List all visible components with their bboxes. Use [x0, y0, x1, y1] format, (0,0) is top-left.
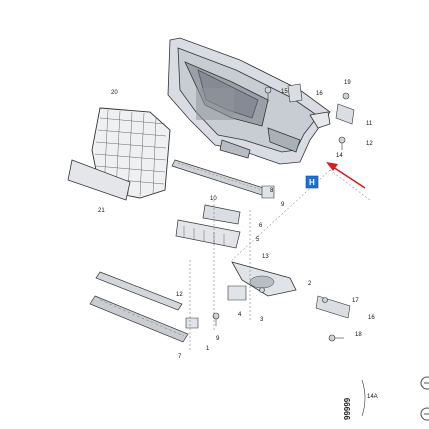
callout-13: 13 — [262, 254, 269, 260]
bracket-line — [361, 379, 366, 417]
callout-14: 14 — [336, 153, 343, 159]
screw-icon — [264, 86, 272, 94]
blurred-logo-area — [196, 88, 234, 120]
screws — [212, 86, 350, 342]
part-15-bracket — [287, 83, 303, 103]
leader-lines — [189, 169, 371, 350]
callout-6: 6 — [259, 223, 263, 229]
bumper-cover — [167, 37, 331, 165]
part-8-clip — [261, 185, 275, 199]
callout-4: 4 — [238, 312, 242, 318]
callout-15: 15 — [281, 89, 288, 95]
zoom-icon[interactable] — [420, 407, 429, 421]
callout-11: 11 — [366, 121, 373, 127]
callout-9-lower: 9 — [216, 336, 220, 342]
watermark-ref: 14A — [367, 394, 378, 400]
highlight-marker: H — [305, 162, 366, 189]
watermark-area: 99999 14A — [343, 379, 378, 420]
red-arrow-shaft — [329, 164, 366, 189]
screw-icon — [328, 334, 336, 342]
highlight-badge-label: H — [309, 178, 315, 187]
part-11-bracket — [335, 103, 355, 125]
callout-18: 18 — [355, 332, 362, 338]
callout-19: 19 — [344, 80, 351, 86]
highlight-badge — [305, 175, 319, 189]
callout-20: 20 — [111, 90, 118, 96]
part-12b-clip — [185, 317, 199, 329]
screw-icon — [322, 297, 328, 303]
callout-3: 3 — [260, 317, 264, 323]
callout-labels: 20 21 19 15 16 11 12 14 10 6 9 8 5 2 12 … — [98, 80, 375, 360]
red-arrow-head-icon — [326, 162, 338, 171]
part-4-cap — [227, 285, 247, 301]
callout-9-upper: 9 — [281, 202, 285, 208]
callout-16-top: 16 — [316, 91, 323, 97]
spoiler-strip — [171, 159, 271, 197]
callout-5: 5 — [256, 237, 260, 243]
callout-1: 1 — [206, 346, 210, 352]
fog-grille-insert — [249, 275, 275, 289]
callout-8: 8 — [270, 188, 274, 194]
part-12-trim — [95, 271, 183, 311]
screw-icon — [342, 92, 350, 100]
callout-17: 17 — [352, 298, 359, 304]
screw-icon — [259, 287, 265, 293]
callout-7: 7 — [178, 354, 182, 360]
trim-detail — [99, 299, 185, 337]
grille-honeycomb — [94, 109, 167, 197]
licence-plate-holder — [67, 159, 131, 201]
part-7-trim — [89, 295, 189, 343]
part-6-bracket — [202, 204, 241, 225]
callout-2: 2 — [308, 281, 312, 287]
screw-icon — [338, 136, 346, 144]
watermark-text: 99999 — [343, 397, 352, 420]
zoom-icon[interactable] — [420, 376, 429, 390]
callout-16-right: 16 — [368, 315, 375, 321]
part-16-bracket — [315, 295, 351, 319]
callout-12-right: 12 — [366, 141, 373, 147]
callout-10: 10 — [210, 196, 217, 202]
callout-12-lower: 12 — [176, 292, 183, 298]
side-zoom-controls[interactable] — [420, 376, 429, 421]
part-5-lower-grille — [175, 219, 241, 249]
callout-21: 21 — [98, 208, 105, 214]
